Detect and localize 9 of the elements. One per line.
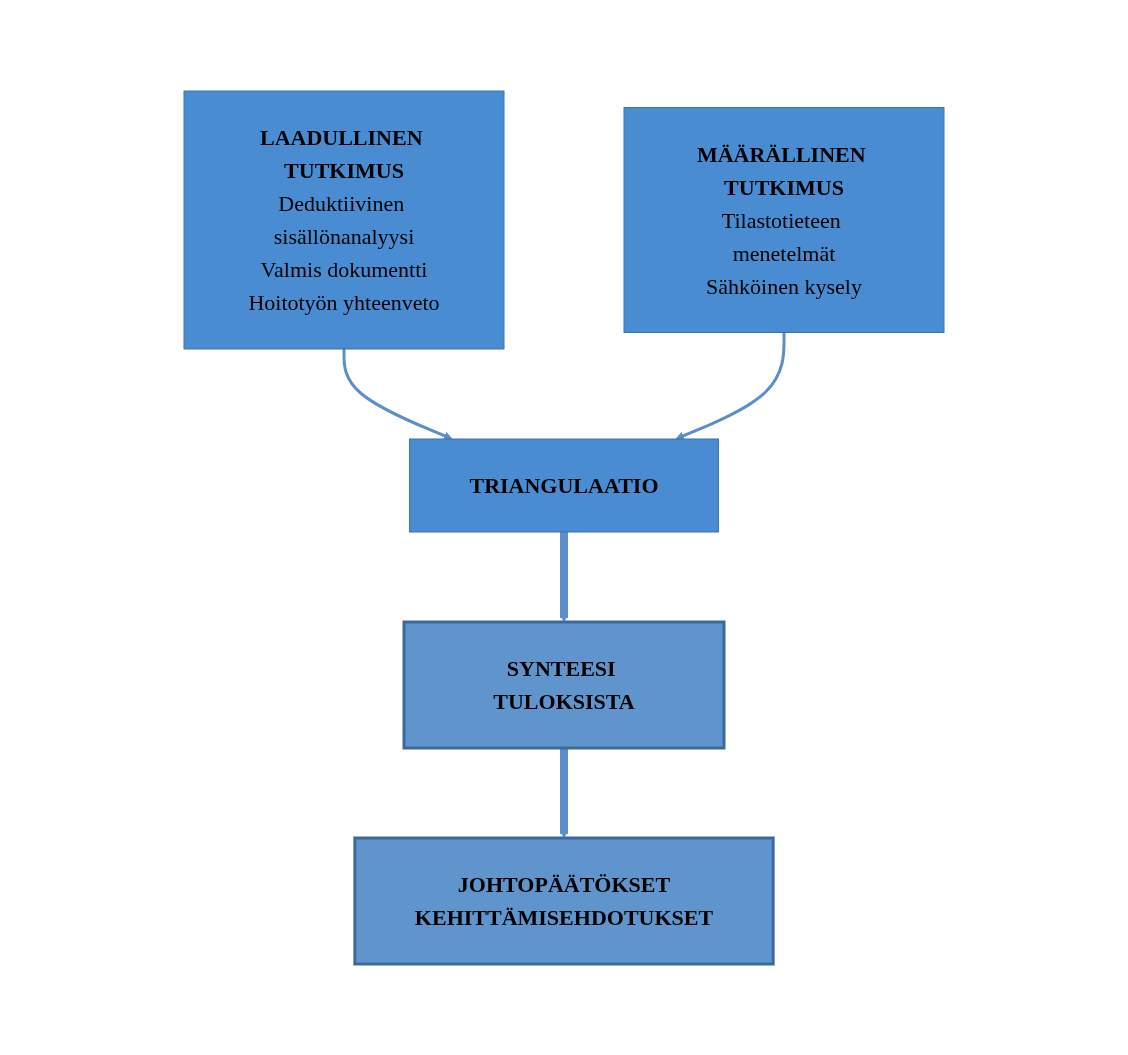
arrow [559, 532, 569, 623]
node-box: SYNTEESI TULOKSISTA [402, 620, 726, 750]
arrow [342, 349, 453, 440]
node-box: LAADULLINEN TUTKIMUS Deduktiivinen sisällönanalyysi Valmis dokumentti Hoitotyön yhteenveto [183, 90, 505, 350]
arrow [559, 748, 569, 839]
node-box: TRIANGULAATIO [408, 438, 720, 533]
arrow [675, 332, 786, 440]
node-box: JOHTOPÄÄTÖKSET KEHITTÄMISEHDOTUKSET [353, 836, 775, 966]
node-box: MÄÄRÄLLINEN TUTKIMUS Tilastotieteen menetelmät Sähköinen kysely [623, 107, 945, 333]
